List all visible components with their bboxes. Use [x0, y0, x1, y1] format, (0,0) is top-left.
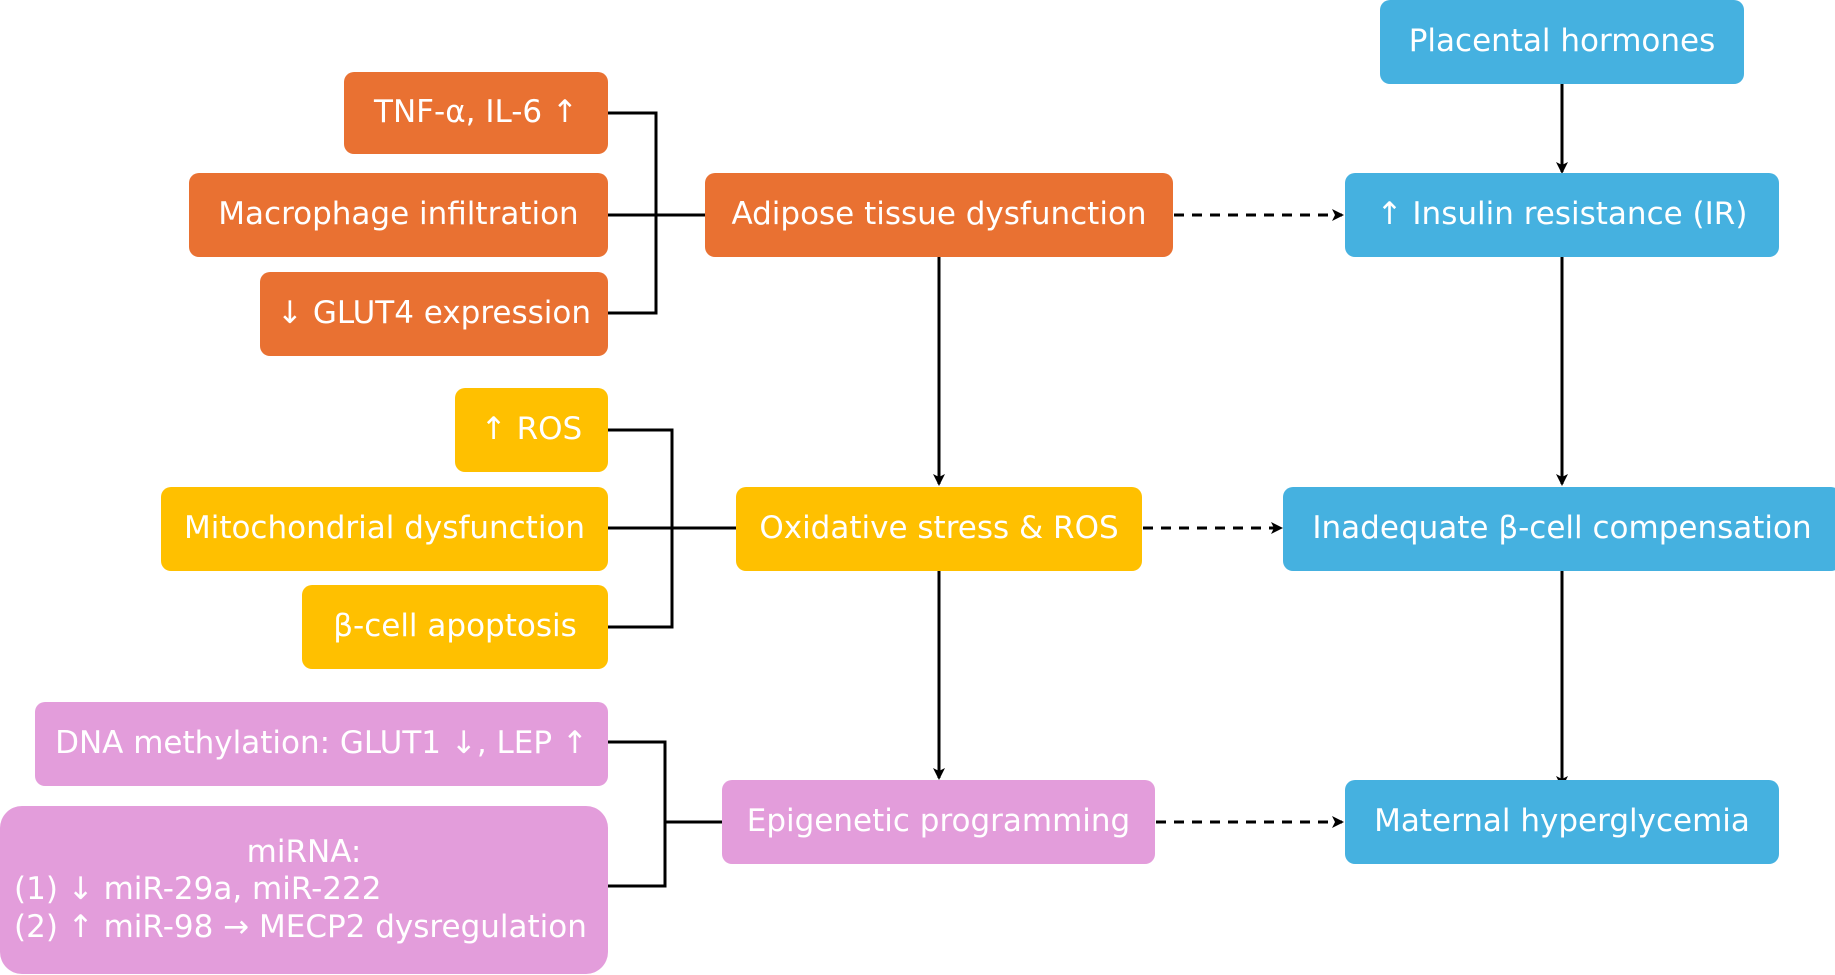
factor-mirna: miRNA: (1) ↓ miR-29a, miR-222 (2) ↑ miR-… — [0, 806, 608, 974]
node-adipose-dysfunction-label: Adipose tissue dysfunction — [731, 196, 1147, 233]
factor-dna-methylation-label: DNA methylation: GLUT1 ↓, LEP ↑ — [55, 725, 588, 762]
factor-beta-cell-apoptosis-label: β-cell apoptosis — [333, 608, 577, 645]
factor-beta-cell-apoptosis: β-cell apoptosis — [302, 585, 608, 669]
factor-dna-methylation: DNA methylation: GLUT1 ↓, LEP ↑ — [35, 702, 608, 786]
factor-tnf-il6-label: TNF-α, IL-6 ↑ — [374, 94, 578, 131]
node-beta-cell-compensation: Inadequate β-cell compensation — [1283, 487, 1835, 571]
node-placental-hormones: Placental hormones — [1380, 0, 1744, 84]
node-maternal-hyperglycemia-label: Maternal hyperglycemia — [1374, 803, 1750, 840]
factor-glut4-expression-label: ↓ GLUT4 expression — [277, 295, 591, 332]
epigenetic-factors-bracket — [606, 740, 667, 888]
node-epigenetic-programming: Epigenetic programming — [722, 780, 1155, 864]
node-oxidative-stress-label: Oxidative stress & ROS — [759, 510, 1119, 547]
factor-mitochondrial-dysfunction-label: Mitochondrial dysfunction — [183, 510, 586, 547]
mirna-line-2: (2) ↑ miR-98 → MECP2 dysregulation — [14, 908, 587, 945]
node-placental-hormones-label: Placental hormones — [1408, 23, 1716, 60]
factor-ros: ↑ ROS — [455, 388, 608, 472]
node-insulin-resistance: ↑ Insulin resistance (IR) — [1345, 173, 1779, 257]
mirna-title: miRNA: — [246, 834, 362, 871]
node-insulin-resistance-label: ↑ Insulin resistance (IR) — [1376, 196, 1748, 233]
factor-mitochondrial-dysfunction: Mitochondrial dysfunction — [161, 487, 608, 571]
factor-tnf-il6: TNF-α, IL-6 ↑ — [344, 72, 608, 154]
node-maternal-hyperglycemia: Maternal hyperglycemia — [1345, 780, 1779, 864]
factor-glut4-expression: ↓ GLUT4 expression — [260, 272, 608, 356]
factor-ros-label: ↑ ROS — [480, 411, 583, 448]
adipose-factors-bracket — [606, 111, 658, 315]
node-beta-cell-compensation-label: Inadequate β-cell compensation — [1312, 510, 1812, 547]
factor-macrophage-infiltration: Macrophage infiltration — [189, 173, 608, 257]
factor-macrophage-infiltration-label: Macrophage infiltration — [218, 196, 579, 233]
mirna-line-1: (1) ↓ miR-29a, miR-222 — [14, 871, 382, 908]
node-adipose-dysfunction: Adipose tissue dysfunction — [705, 173, 1173, 257]
node-oxidative-stress: Oxidative stress & ROS — [736, 487, 1142, 571]
node-epigenetic-programming-label: Epigenetic programming — [746, 803, 1131, 840]
